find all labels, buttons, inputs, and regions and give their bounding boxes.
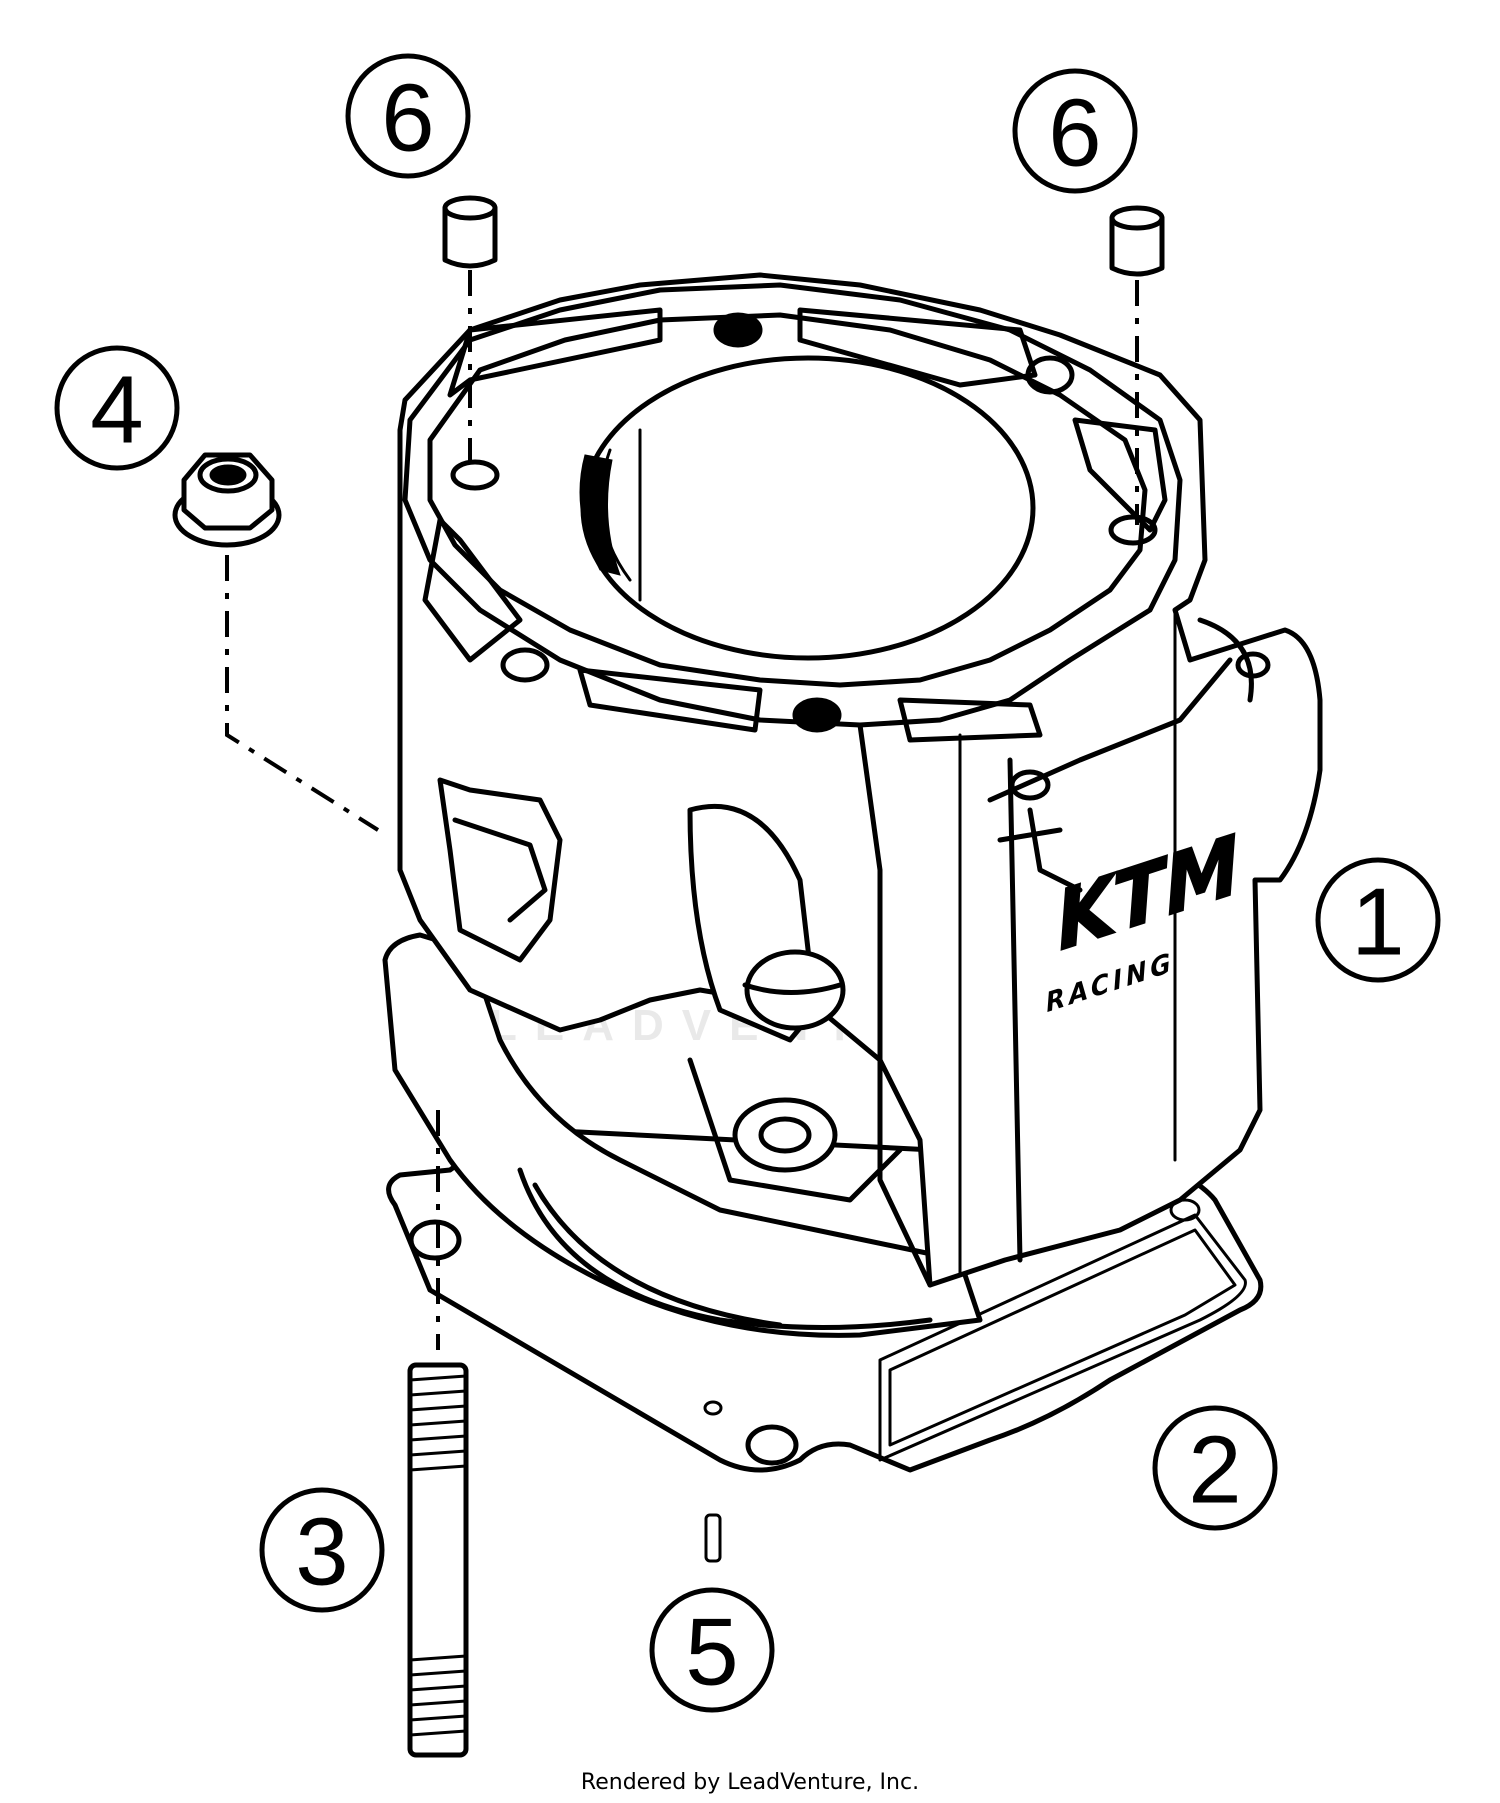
dowel-sleeve-left — [442, 195, 498, 269]
callout-label-4: 4 — [90, 357, 143, 464]
callout-6-right: 6 — [1012, 68, 1138, 194]
footer-credit: Rendered by LeadVenture, Inc. — [580, 1770, 920, 1795]
callout-label-1: 1 — [1351, 869, 1404, 976]
callout-3: 3 — [259, 1487, 385, 1613]
callout-label-6-right: 6 — [1048, 80, 1101, 187]
locating-pin — [704, 1513, 722, 1563]
cylinder-body — [382, 272, 1323, 1338]
callout-label-5: 5 — [685, 1599, 738, 1706]
callout-2: 2 — [1152, 1405, 1278, 1531]
cylinder-stud — [407, 1362, 469, 1758]
callout-6-left: 6 — [345, 53, 471, 179]
callout-label-2: 2 — [1188, 1417, 1241, 1524]
callout-label-3: 3 — [295, 1499, 348, 1606]
callout-label-6-left: 6 — [381, 65, 434, 172]
dowel-sleeve-right — [1109, 205, 1165, 277]
flange-nut — [172, 452, 282, 548]
callout-1: 1 — [1315, 857, 1441, 983]
callout-5: 5 — [649, 1587, 775, 1713]
leader-lines — [225, 270, 1139, 1350]
callout-4: 4 — [54, 345, 180, 471]
